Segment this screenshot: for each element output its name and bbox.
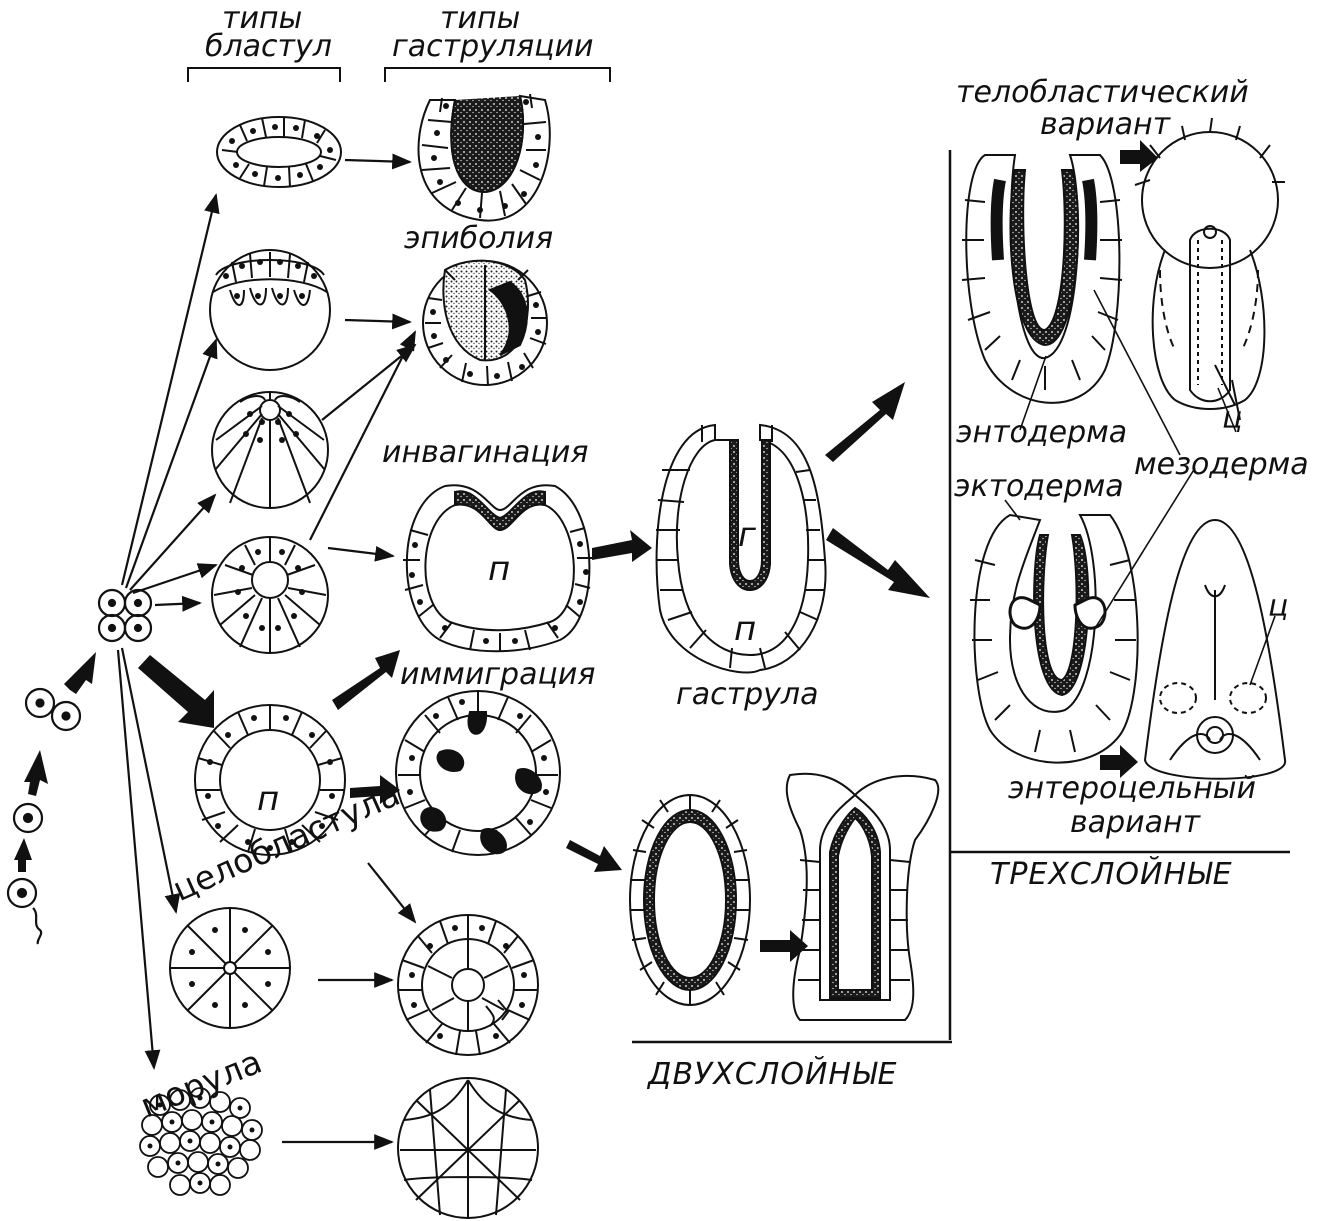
arrow-radial-to-epiboly2 bbox=[321, 343, 417, 421]
zygote bbox=[6, 802, 44, 945]
polyp-form bbox=[785, 772, 940, 1021]
cleavage-to-blastula-arrows bbox=[116, 193, 220, 1070]
arrow-tall-to-invagination bbox=[327, 545, 395, 562]
endoderm-label: энтодерма bbox=[956, 415, 1128, 450]
arrow-coelo-to-polar bbox=[367, 862, 417, 924]
thick-arrow-to-diploblast bbox=[566, 840, 622, 872]
enterocoelic-label-1: энтероцельный bbox=[1008, 771, 1256, 806]
epiboly-round-gastrula bbox=[422, 259, 548, 387]
invagination-label: инвагинация bbox=[382, 435, 589, 470]
trochophore-larva bbox=[1134, 117, 1285, 421]
arrow-telo-to-trochophore bbox=[1120, 140, 1158, 172]
arrow-tall-to-epiboly2 bbox=[309, 330, 416, 541]
arrow-entero-to-dipleurula bbox=[1100, 745, 1138, 778]
invag-to-gastrula-arrow bbox=[592, 530, 652, 562]
blastula-tall-cells bbox=[211, 536, 329, 654]
diploblast-oval bbox=[629, 794, 751, 1006]
blastula-radial-lower bbox=[169, 907, 291, 1029]
blastula-amphi bbox=[209, 249, 331, 371]
coeloblastula-cavity-letter: п bbox=[257, 779, 280, 819]
teloblastic-label-2: вариант bbox=[1040, 107, 1171, 142]
enterocoelic-gastrula bbox=[970, 513, 1139, 764]
arrow-amphi-to-epiboly2 bbox=[344, 313, 412, 330]
enterocoelic-larva bbox=[1143, 518, 1286, 780]
gastrula-label: гаструла bbox=[676, 677, 819, 712]
blastula-flat bbox=[216, 116, 342, 188]
epiboly-label: эпиболия bbox=[404, 221, 554, 256]
invagination-gastrula bbox=[403, 484, 592, 653]
enterocoelic-label-2: вариант bbox=[1070, 805, 1201, 840]
leader-lines bbox=[1004, 289, 1276, 686]
gastrula-gut-letter: г bbox=[738, 515, 756, 555]
arrow-flat-to-epiboly bbox=[344, 153, 412, 170]
blastula-types-label-1: типы bbox=[222, 1, 303, 36]
cleavage-arrows bbox=[14, 652, 96, 872]
arrow-to-teloblastic bbox=[825, 382, 905, 462]
thick-arrow-to-immigration bbox=[350, 775, 400, 804]
coeloblastula-main bbox=[194, 704, 346, 856]
two-layer-label: ДВУХСЛОЙНЫЕ bbox=[648, 1057, 898, 1092]
blastula-types-label-2: бластул bbox=[205, 29, 332, 64]
thick-arrow-to-coeloblastula bbox=[138, 655, 214, 728]
blastula-radial bbox=[211, 391, 329, 509]
invagination-cavity-letter: п bbox=[488, 549, 511, 589]
delamination-gastrula bbox=[397, 914, 539, 1056]
gastrula-cavity-letter: п bbox=[734, 609, 757, 649]
enterocoelic-coelom-letter: ц bbox=[1268, 589, 1289, 624]
mesoderm-label: мезодерма bbox=[1134, 447, 1309, 482]
frame-lines bbox=[632, 150, 1290, 1044]
thick-arrow-to-invagination bbox=[332, 650, 400, 710]
three-layer-label: ТРЕХСЛОЙНЫЕ bbox=[990, 857, 1233, 892]
two-cell-stage bbox=[24, 687, 82, 732]
arrow-to-enterocoelic bbox=[826, 528, 930, 598]
four-cell-stage bbox=[97, 588, 153, 643]
epiboly-u-gastrula bbox=[417, 93, 551, 222]
gastrulation-types-label-1: типы bbox=[440, 1, 521, 36]
morula bbox=[139, 1087, 263, 1196]
immigration-label: иммиграция bbox=[400, 657, 596, 692]
teloblastic-coelom-letter: ц bbox=[1222, 401, 1243, 436]
morula-delamination bbox=[397, 1077, 539, 1219]
teloblastic-label-1: телобластический bbox=[956, 75, 1249, 110]
ectoderm-label: эктодерма bbox=[954, 469, 1124, 504]
gastrula-center bbox=[655, 423, 827, 674]
immigration-gastrula bbox=[395, 690, 561, 856]
blastula-types-bracket bbox=[187, 67, 341, 82]
gastrulation-types-bracket bbox=[384, 67, 611, 82]
teloblastic-gastrula bbox=[961, 154, 1123, 404]
gastrulation-types-label-2: гаструляции bbox=[392, 29, 594, 64]
arrow-oval-to-polyp bbox=[760, 930, 808, 962]
